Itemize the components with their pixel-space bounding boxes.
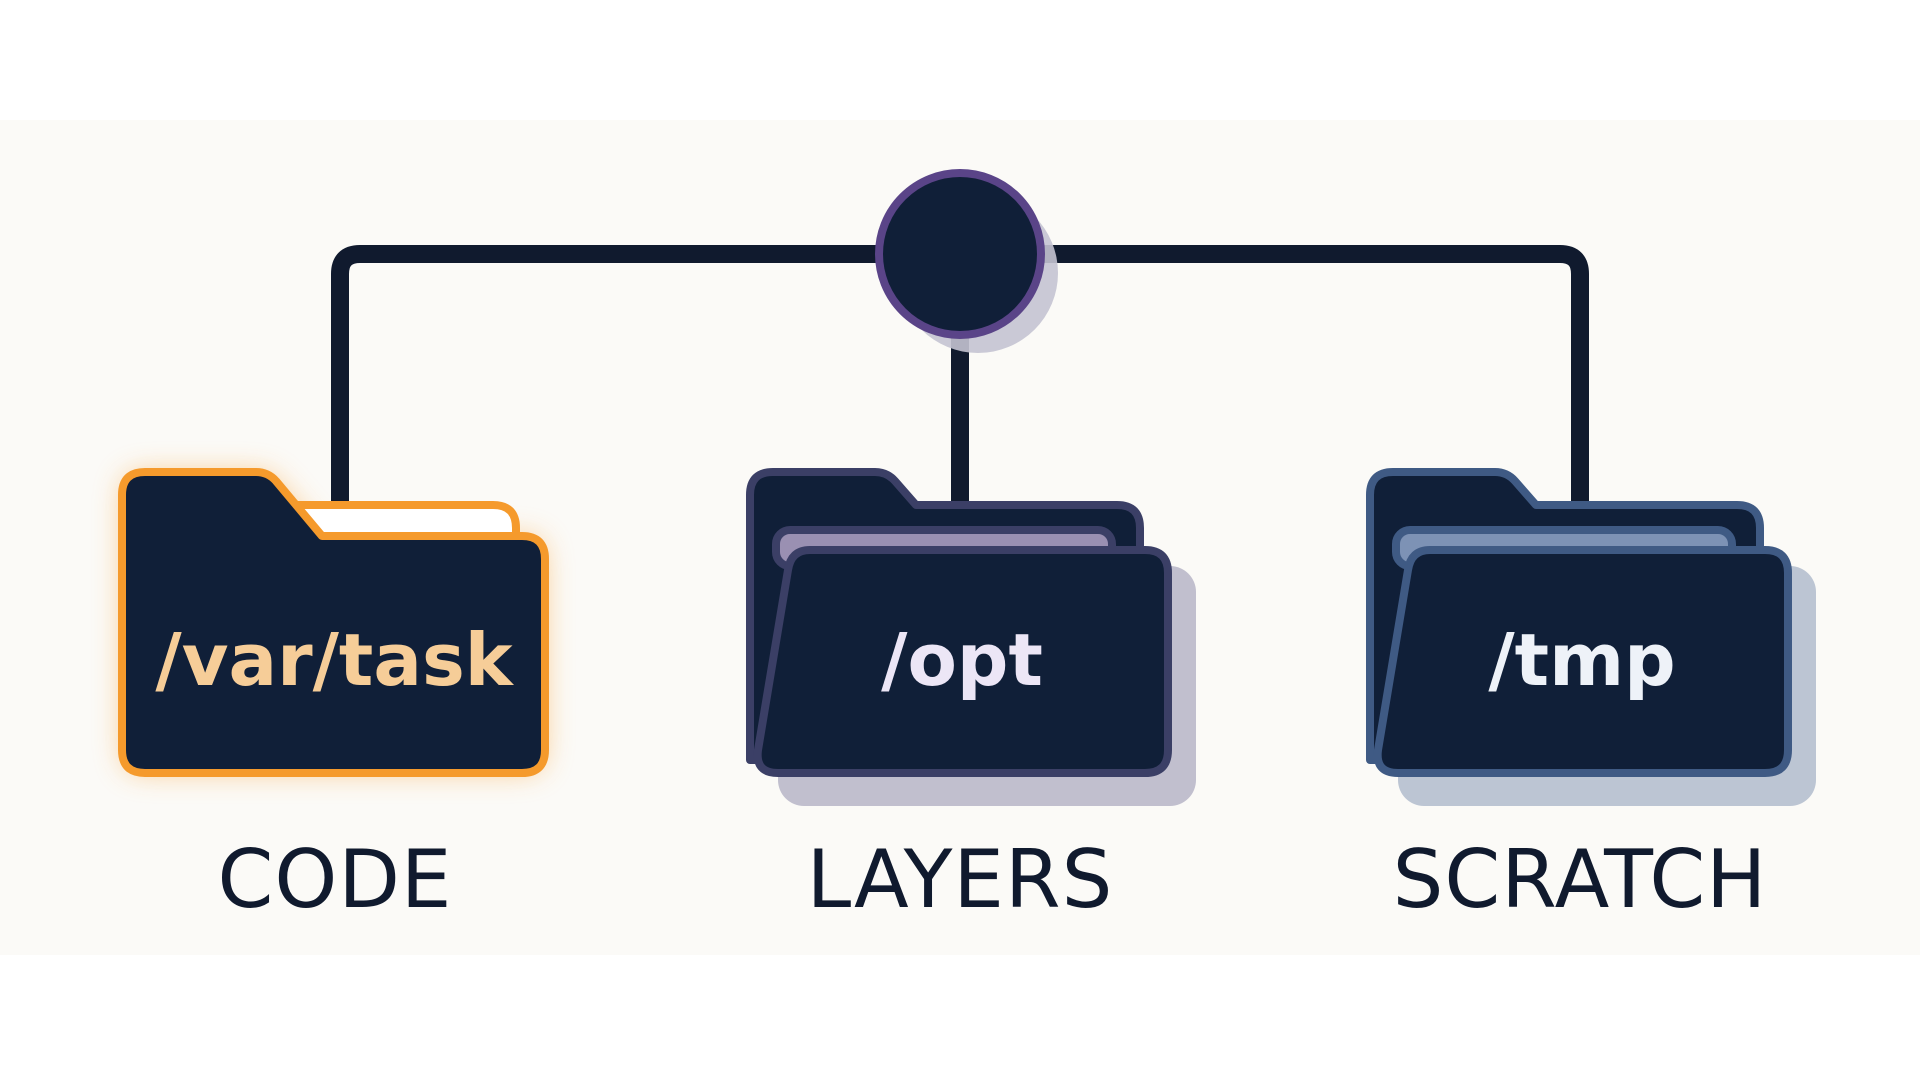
folder-code-path: /var/task [155,618,514,702]
connector-lines [331,245,1589,505]
hub-circle-icon [875,169,1045,339]
folder-layers[interactable]: /opt [746,468,1196,806]
folder-layers-path: /opt [881,618,1043,702]
folder-code[interactable]: /var/task [118,468,549,777]
caption-scratch: SCRATCH [1392,833,1768,926]
connector-right [960,245,1589,505]
folder-scratch[interactable]: /tmp [1366,468,1816,806]
caption-code: CODE [217,833,453,926]
caption-layers: LAYERS [806,833,1114,926]
folder-scratch-path: /tmp [1488,618,1675,702]
hub-node [875,169,1058,353]
folder-icon [118,468,549,777]
stacked-folder-icon [753,546,1172,777]
connector-left [331,245,960,505]
stacked-folder-icon [1373,546,1792,777]
